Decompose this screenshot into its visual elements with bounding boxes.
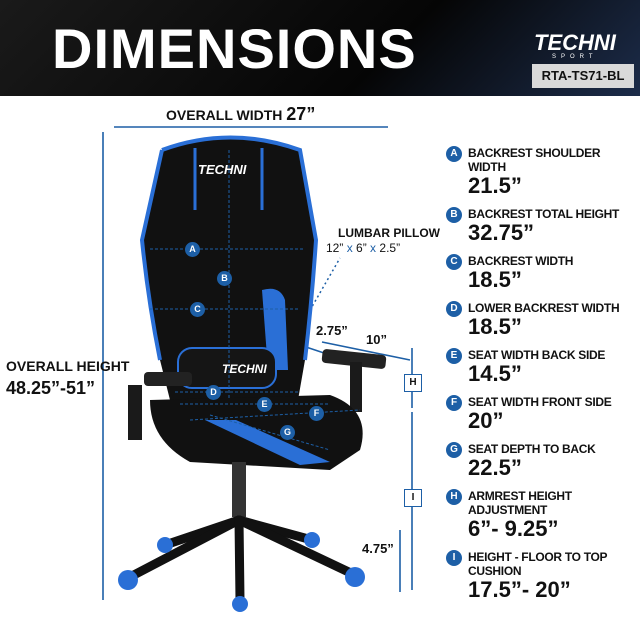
spec-value: 18.5” — [468, 314, 522, 339]
spec-label: ARMREST HEIGHT ADJUSTMENT — [468, 489, 572, 517]
overall-height-label: OVERALL HEIGHT — [6, 358, 130, 374]
spec-value: 6”- 9.25” — [468, 516, 559, 541]
chair-logo: TECHNI — [198, 162, 247, 177]
lumbar-pillow — [177, 347, 277, 389]
lumbar-label: LUMBAR PILLOW — [338, 226, 440, 240]
spec-value: 22.5” — [468, 455, 522, 480]
spec-label: BACKREST WIDTH — [468, 254, 574, 268]
spec-letter: F — [446, 395, 462, 411]
spec-label: SEAT DEPTH TO BACK — [468, 442, 596, 456]
marker-d: D — [206, 385, 221, 400]
spec-letter: C — [446, 254, 462, 270]
lumbar-dimensions: 12” x 6” x 2.5” — [326, 241, 401, 255]
spec-label: LOWER BACKREST WIDTH — [468, 301, 620, 315]
spec-label: HEIGHT - FLOOR TO TOP CUSHION — [468, 550, 608, 578]
spec-label: SEAT WIDTH BACK SIDE — [468, 348, 606, 362]
page-title: DIMENSIONS — [52, 17, 417, 80]
overall-height-value: 48.25”-51” — [6, 378, 96, 398]
spec-letter: E — [446, 348, 462, 364]
chair-illustration — [102, 126, 413, 612]
base-height-label: 4.75” — [362, 541, 394, 556]
spec-value: 14.5” — [468, 361, 522, 386]
spec-value: 17.5”- 20” — [468, 577, 571, 602]
spec-label: BACKREST SHOULDER WIDTH — [468, 146, 601, 174]
armrest-length-label: 10” — [366, 332, 387, 347]
overall-width-label: OVERALL WIDTH 27” — [166, 104, 316, 124]
spec-letter: I — [446, 550, 462, 566]
chair-logo: TECHNI — [222, 362, 267, 376]
spec-letter: A — [446, 146, 462, 162]
marker-a: A — [185, 242, 200, 257]
marker-f: F — [309, 406, 324, 421]
spec-letter: D — [446, 301, 462, 317]
spec-value: 20” — [468, 408, 504, 433]
spec-letter: H — [446, 489, 462, 505]
spec-letter: B — [446, 207, 462, 223]
spec-value: 18.5” — [468, 267, 522, 292]
armrest-depth-label: 2.75” — [316, 323, 348, 338]
spec-letter: G — [446, 442, 462, 458]
marker-g: G — [280, 425, 295, 440]
marker-c: C — [190, 302, 205, 317]
marker-b: B — [217, 271, 232, 286]
spec-value: 21.5” — [468, 173, 522, 198]
marker-i: I — [404, 489, 422, 507]
marker-h: H — [404, 374, 422, 392]
marker-e: E — [257, 397, 272, 412]
brand-logo-sub: SPORT — [552, 54, 598, 60]
spec-label: BACKREST TOTAL HEIGHT — [468, 207, 620, 221]
brand-logo: TECHNI — [534, 30, 616, 55]
spec-label: SEAT WIDTH FRONT SIDE — [468, 395, 612, 409]
spec-value: 32.75” — [468, 220, 535, 245]
model-number: RTA-TS71-BL — [532, 64, 634, 88]
